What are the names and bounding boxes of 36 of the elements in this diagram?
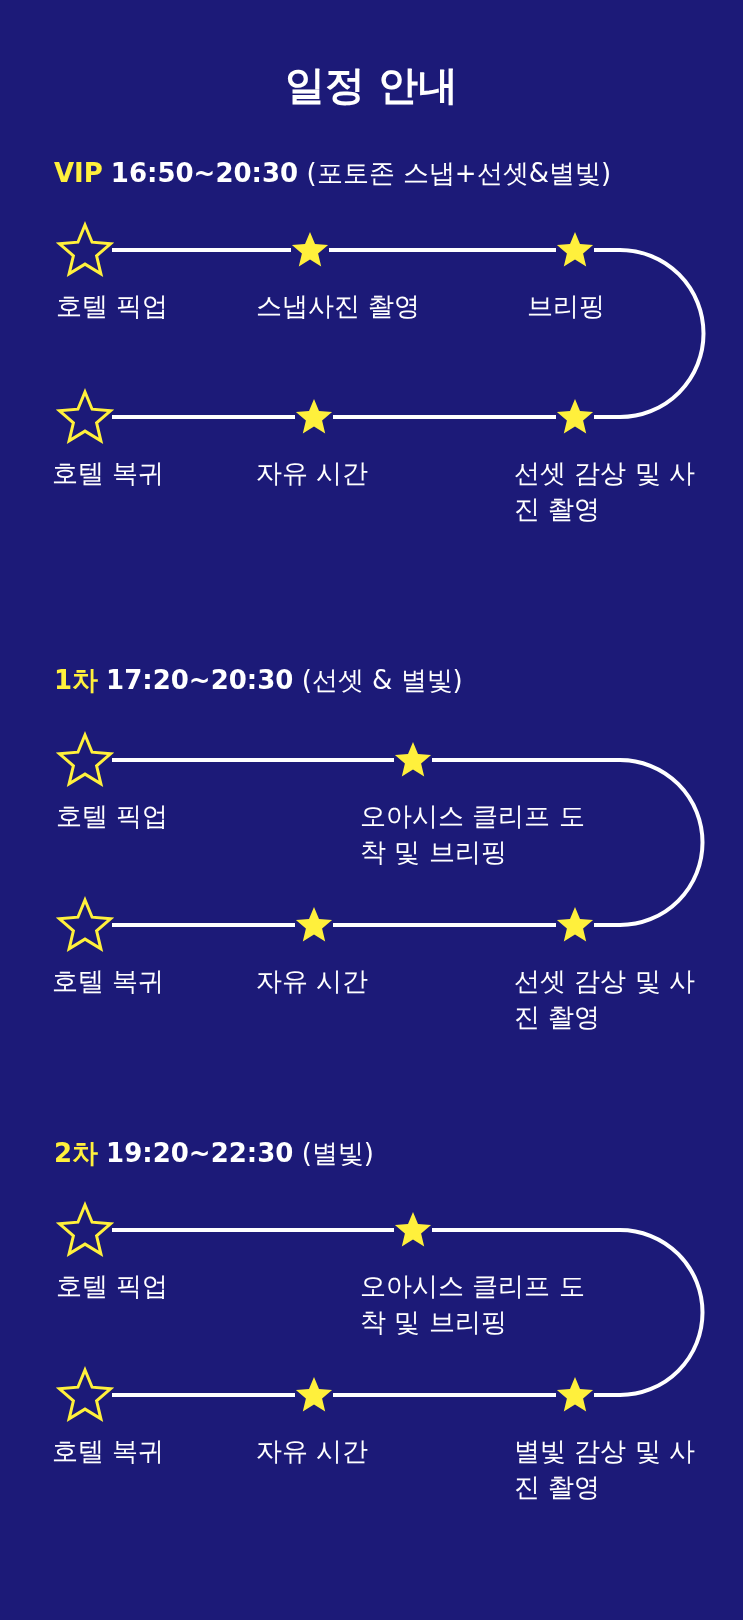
stop-label: 선셋 감상 및 사진 촬영 (514, 457, 696, 527)
stop-label: 별빛 감상 및 사진 촬영 (514, 1435, 696, 1505)
stop-label: 스냅사진 촬영 (256, 290, 422, 323)
stop-label: 자유 시간 (256, 1435, 370, 1468)
route-line (333, 1393, 556, 1397)
stop-label: 자유 시간 (256, 965, 370, 998)
route-line (112, 1393, 295, 1397)
session-time: 19:20~22:30 (별빛) (106, 1138, 374, 1168)
stop-label: 호텔 픽업 (56, 1270, 170, 1303)
stop-label: 호텔 복귀 (52, 1435, 166, 1468)
route-line (112, 248, 291, 252)
route-line (594, 248, 706, 419)
stop-label: 오아시스 클리프 도착 및 브리핑 (360, 800, 586, 870)
route-line (112, 758, 394, 762)
stop-label: 자유 시간 (256, 457, 370, 490)
route-line (333, 923, 556, 927)
stop-label: 선셋 감상 및 사진 촬영 (514, 965, 696, 1035)
stop-label: 호텔 픽업 (56, 290, 170, 323)
route-line (432, 1228, 705, 1397)
route-line (112, 1228, 394, 1232)
session-tag: VIP (54, 158, 103, 188)
route-line (432, 758, 705, 927)
stop-label: 호텔 픽업 (56, 800, 170, 833)
route-line (333, 415, 556, 419)
stop-label: 호텔 복귀 (52, 965, 166, 998)
stop-label: 오아시스 클리프 도착 및 브리핑 (360, 1270, 586, 1340)
session-tag: 1차 (54, 665, 99, 695)
session-time: 16:50~20:30 (포토존 스냅+선셋&별빛) (110, 158, 612, 188)
page-title: 일정 안내 (283, 61, 460, 110)
route-line (329, 248, 556, 252)
session-time: 17:20~20:30 (선셋 & 별빛) (106, 665, 463, 695)
route-line (112, 415, 295, 419)
stop-label: 브리핑 (527, 290, 606, 323)
session-tag: 2차 (54, 1138, 99, 1168)
stop-label: 호텔 복귀 (52, 457, 166, 490)
route-line (112, 923, 295, 927)
